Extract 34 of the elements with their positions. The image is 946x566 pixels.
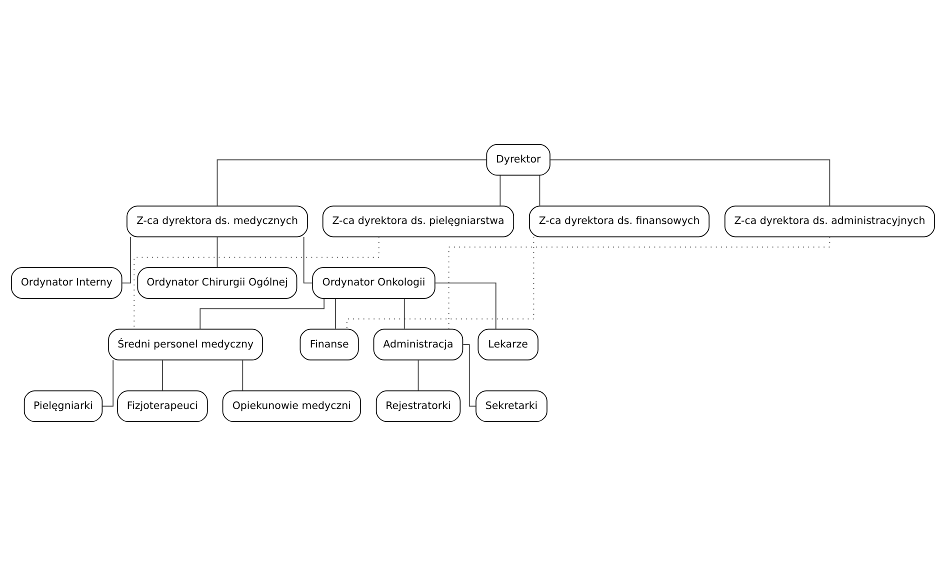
node-box: Ordynator Chirurgii Ogólnej xyxy=(137,267,298,299)
node-box: Opiekunowie medyczni xyxy=(222,390,361,422)
node-box: Lekarze xyxy=(478,328,538,360)
node-box: Średni personel medyczny xyxy=(108,328,263,360)
node-box: Dyrektor xyxy=(486,144,550,176)
connector xyxy=(162,360,163,391)
connector xyxy=(550,159,830,206)
node-box: Sekretarki xyxy=(476,390,548,422)
connector xyxy=(346,236,534,330)
connector xyxy=(122,236,131,284)
connector xyxy=(200,298,324,330)
node-box: Z-ca dyrektora ds. pielęgniarstwa xyxy=(322,206,514,238)
node-box: Administracja xyxy=(373,328,464,360)
node-box: Rejestratorki xyxy=(376,390,461,422)
connector xyxy=(500,174,501,206)
connector xyxy=(134,236,380,330)
connector xyxy=(404,298,405,330)
connector xyxy=(216,236,218,268)
node-box: Z-ca dyrektora ds. medycznych xyxy=(126,206,308,238)
node-box: Z-ca dyrektora ds. administracyjnych xyxy=(724,206,935,238)
node-box: Pielęgniarki xyxy=(24,390,103,422)
connector xyxy=(242,360,244,391)
node-box: Z-ca dyrektora ds. finansowych xyxy=(529,206,710,238)
connector xyxy=(216,159,488,206)
connector xyxy=(434,282,496,330)
node-box: Finanse xyxy=(300,328,359,360)
connector xyxy=(462,344,476,407)
node-box: Fizjoterapeuci xyxy=(117,390,208,422)
node-box: Ordynator Onkologii xyxy=(312,267,436,299)
node-box: Ordynator Interny xyxy=(11,267,122,299)
connector xyxy=(418,360,419,391)
connector xyxy=(335,298,336,330)
connector xyxy=(303,236,313,284)
connector xyxy=(539,174,540,206)
